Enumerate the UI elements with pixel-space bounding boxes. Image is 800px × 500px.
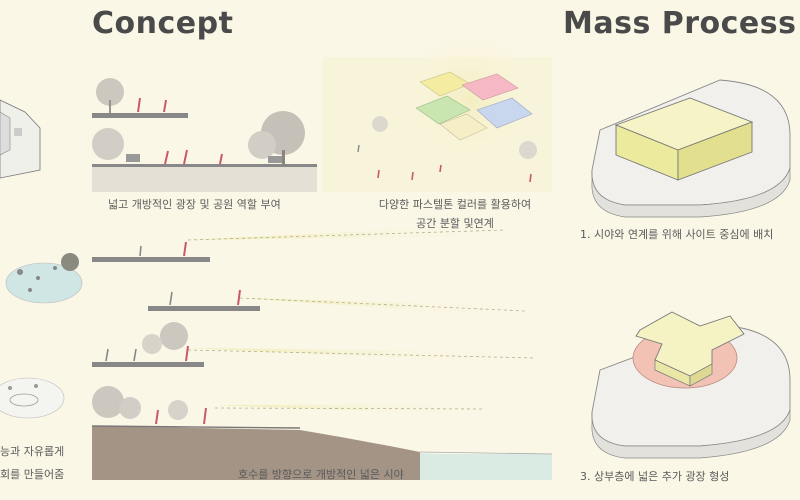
caption-mass-step1: 1. 시야와 연계를 위해 사이트 중심에 배치 xyxy=(580,228,774,241)
left-seating-circle xyxy=(0,377,65,419)
view-cones xyxy=(92,224,540,416)
caption-pastel-line2: 공간 분할 및연계 xyxy=(416,217,494,230)
left-plaza-circle xyxy=(5,253,83,304)
left-building-partial xyxy=(0,99,41,179)
caption-plaza-role: 넓고 개방적인 광장 및 공원 역할 부여 xyxy=(108,198,281,211)
caption-left-partial-2: 회를 만들어줌 xyxy=(0,468,65,481)
pastel-zones xyxy=(322,20,552,192)
caption-left-partial-1: 능과 자유롭게 xyxy=(0,445,65,458)
mass-step1 xyxy=(591,79,791,218)
plaza-section-top xyxy=(92,78,317,192)
caption-lake-view: 호수를 방향으로 개방적인 넓은 시야 xyxy=(238,468,404,481)
mass-step3 xyxy=(591,311,791,459)
concept-heading: Concept xyxy=(92,6,234,41)
lake-section xyxy=(91,386,553,480)
mass-process-heading: Mass Process xyxy=(563,6,797,41)
caption-pastel-line1: 다양한 파스텔톤 컬러를 활용하여 xyxy=(378,198,532,211)
caption-mass-step3: 3. 상부층에 넓은 추가 광장 형성 xyxy=(580,470,730,483)
